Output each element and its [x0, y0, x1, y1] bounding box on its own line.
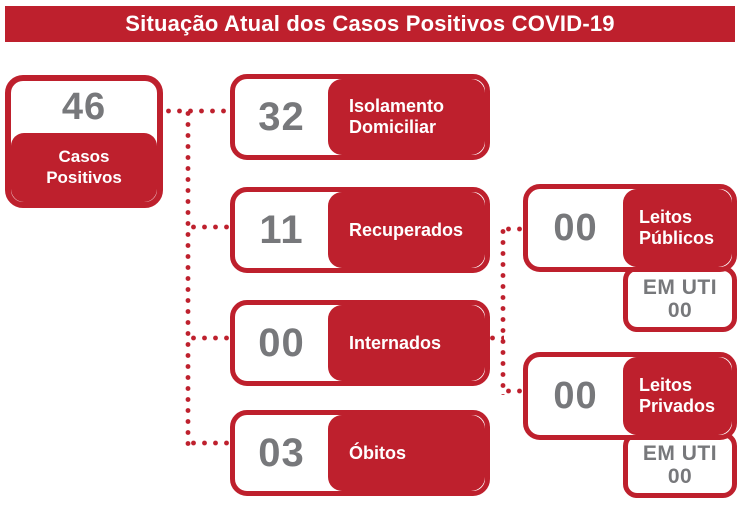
uti-card-privados: EM UTI 00 [623, 432, 737, 498]
leitos-publicos-label-pill: Leitos Públicos [623, 189, 732, 267]
recuperados-label: Recuperados [349, 219, 464, 240]
leitos-publicos-value: 00 [553, 206, 598, 249]
connector-root-vertical [185, 108, 191, 449]
isolamento-domiciliar-label: Isolamento Domiciliar [349, 96, 445, 137]
internados-value: 00 [258, 320, 305, 365]
stat-card-obitos: 03 Óbitos [230, 410, 490, 496]
leitos-privados-label: Leitos Privados [639, 375, 716, 416]
obitos-label: Óbitos [349, 442, 406, 463]
stat-card-recuperados: 11 Recuperados [230, 187, 490, 273]
leitos-privados-value: 00 [553, 374, 598, 417]
recuperados-value: 11 [259, 207, 304, 252]
connector-internados-to-leitos [487, 335, 504, 341]
uti-privados-label: EM UTI [642, 441, 718, 465]
leitos-privados-label-pill: Leitos Privados [623, 357, 732, 435]
isolamento-domiciliar-value: 32 [258, 94, 305, 139]
connector-to-obitos [188, 440, 231, 446]
connector-root-to-isolamento [163, 108, 231, 114]
stat-card-leitos-privados: 00 Leitos Privados [523, 352, 737, 440]
stat-card-leitos-publicos: 00 Leitos Públicos [523, 184, 737, 272]
connector-to-leitos-publicos [503, 226, 526, 232]
stat-card-casos-positivos: 46 Casos Positivos [5, 75, 163, 208]
casos-positivos-label: Casos Positivos [46, 147, 122, 187]
title-banner: Situação Atual dos Casos Positivos COVID… [5, 6, 735, 42]
internados-label: Internados [349, 332, 442, 353]
internados-label-pill: Internados [328, 305, 485, 381]
page-title: Situação Atual dos Casos Positivos COVID… [125, 11, 615, 36]
connector-leitos-vertical [500, 226, 506, 395]
obitos-value: 03 [258, 430, 305, 475]
stat-card-internados: 00 Internados [230, 300, 490, 386]
uti-publicos-value: 00 [667, 298, 693, 322]
recuperados-label-pill: Recuperados [328, 192, 485, 268]
uti-card-publicos: EM UTI 00 [623, 266, 737, 332]
connector-to-leitos-privados [503, 388, 526, 394]
stat-card-isolamento-domiciliar: 32 Isolamento Domiciliar [230, 74, 490, 160]
connector-to-recuperados [188, 224, 231, 230]
casos-positivos-value: 46 [61, 85, 107, 128]
uti-publicos-label: EM UTI [642, 275, 718, 299]
isolamento-domiciliar-label-pill: Isolamento Domiciliar [328, 79, 485, 155]
obitos-label-pill: Óbitos [328, 415, 485, 491]
uti-privados-value: 00 [667, 464, 693, 488]
connector-to-internados [188, 335, 231, 341]
casos-positivos-label-pill: Casos Positivos [11, 133, 157, 202]
leitos-publicos-label: Leitos Públicos [639, 207, 715, 248]
